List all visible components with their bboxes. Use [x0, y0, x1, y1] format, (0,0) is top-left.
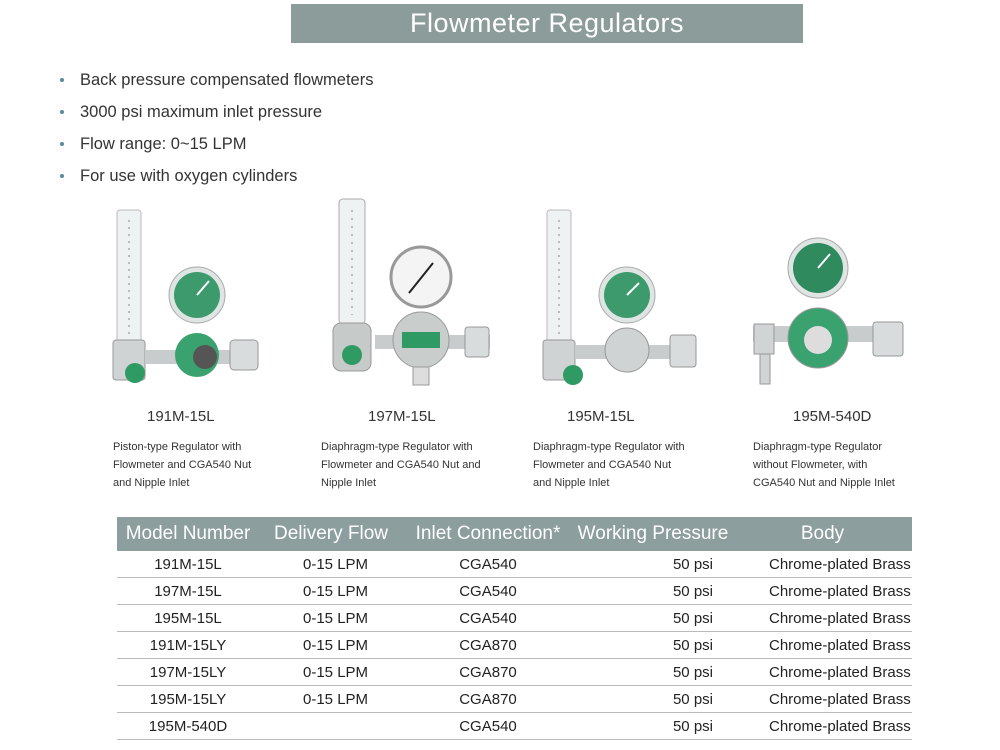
table-cell: 50 psi: [573, 551, 733, 578]
product-model-label: 191M-15L: [147, 408, 215, 425]
table-cell: 195M-15LY: [117, 685, 259, 713]
table-cell: CGA540: [403, 577, 573, 605]
table-cell: Chrome-plated Brass: [733, 551, 912, 578]
table-cell: Chrome-plated Brass: [733, 712, 912, 740]
product-model-label: 195M-15L: [567, 408, 635, 425]
table-cell: 197M-15LY: [117, 658, 259, 686]
product-model-label: 197M-15L: [368, 408, 436, 425]
table-cell: 0-15 LPM: [259, 604, 403, 632]
table-cell: CGA540: [403, 604, 573, 632]
table-cell: 50 psi: [573, 712, 733, 740]
product-image-195m: [542, 209, 697, 385]
table-cell: [259, 712, 403, 740]
table-cell: 0-15 LPM: [259, 551, 403, 578]
table-cell: CGA870: [403, 685, 573, 713]
product-image-195m-540d: [753, 237, 904, 385]
table-cell: 197M-15L: [117, 577, 259, 605]
feature-list: Back pressure compensated flowmeters 300…: [60, 64, 373, 192]
bullet-icon: [60, 142, 64, 146]
spec-table: Model Number Delivery Flow Inlet Connect…: [117, 517, 912, 740]
bullet-icon: [60, 78, 64, 82]
table-cell: 0-15 LPM: [259, 577, 403, 605]
table-cell: 0-15 LPM: [259, 631, 403, 659]
table-cell: 50 psi: [573, 631, 733, 659]
bullet-icon: [60, 174, 64, 178]
table-cell: CGA870: [403, 658, 573, 686]
table-header: Model Number Delivery Flow Inlet Connect…: [117, 517, 912, 551]
table-cell: CGA540: [403, 551, 573, 578]
table-cell: 50 psi: [573, 604, 733, 632]
product-model-label: 195M-540D: [793, 408, 872, 425]
table-cell: CGA540: [403, 712, 573, 740]
table-cell: 50 psi: [573, 685, 733, 713]
bullet-icon: [60, 110, 64, 114]
table-cell: 50 psi: [573, 577, 733, 605]
table-cell: 0-15 LPM: [259, 685, 403, 713]
table-cell: 195M-540D: [117, 712, 259, 740]
table-cell: 191M-15L: [117, 551, 259, 578]
product-image-191m: [112, 209, 259, 383]
table-cell: 195M-15L: [117, 604, 259, 632]
table-cell: Chrome-plated Brass: [733, 658, 912, 686]
product-image-197m: [332, 198, 490, 386]
table-cell: Chrome-plated Brass: [733, 604, 912, 632]
table-cell: Chrome-plated Brass: [733, 685, 912, 713]
table-cell: 191M-15LY: [117, 631, 259, 659]
table-cell: CGA870: [403, 631, 573, 659]
table-cell: Chrome-plated Brass: [733, 631, 912, 659]
table-cell: Chrome-plated Brass: [733, 577, 912, 605]
table-cell: 0-15 LPM: [259, 658, 403, 686]
feature-item: Back pressure compensated flowmeters: [60, 64, 373, 96]
feature-item: For use with oxygen cylinders: [60, 160, 373, 192]
feature-item: Flow range: 0~15 LPM: [60, 128, 373, 160]
table-cell: 50 psi: [573, 658, 733, 686]
feature-item: 3000 psi maximum inlet pressure: [60, 96, 373, 128]
page-title: Flowmeter Regulators: [291, 4, 803, 43]
